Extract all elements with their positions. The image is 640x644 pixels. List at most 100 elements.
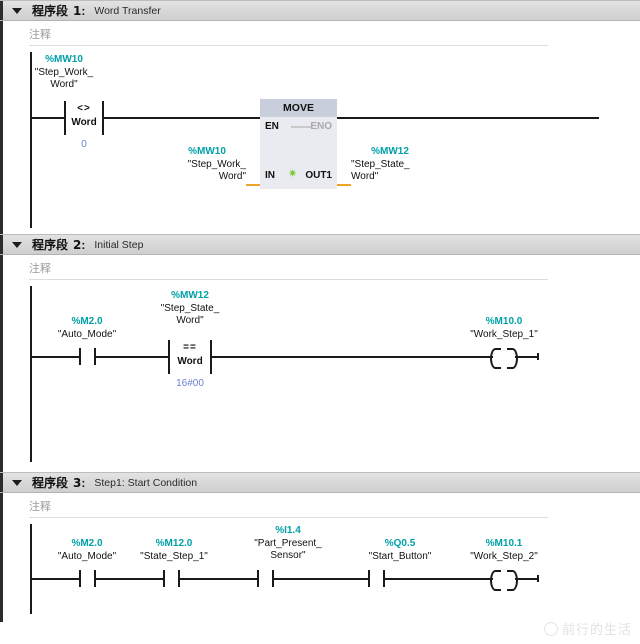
network-3-body: %M2.0 "Auto_Mode" %M12.0 "State_Step_1" … xyxy=(0,518,640,622)
network-2-colon: : xyxy=(81,237,86,252)
triangle-down-icon[interactable] xyxy=(12,241,22,248)
network-1-comment-row[interactable]: 注释 xyxy=(0,21,640,46)
contact4-symbol[interactable]: "Start_Button" xyxy=(368,551,432,562)
move-out-symbol[interactable]: "Step_State_ Word" xyxy=(351,159,410,182)
network-3-header[interactable]: 程序段 3 : Step1: Start Condition xyxy=(0,472,640,493)
contact1-symbol[interactable]: "Step_Work_ Word" xyxy=(34,67,94,90)
output-coil-1[interactable] xyxy=(490,570,518,591)
sparkle-icon: ✷ xyxy=(288,168,298,180)
rung-wire-3 xyxy=(515,356,539,358)
network-2-body: %M2.0 "Auto_Mode" %MW12 "Step_State_ Wor… xyxy=(0,280,640,472)
network-3-subtitle: Step1: Start Condition xyxy=(94,476,198,489)
watermark: 前行的生活 xyxy=(543,619,632,638)
rung-wire-0 xyxy=(32,356,79,358)
network-1-number: 1 xyxy=(73,3,82,18)
rung-end-tick xyxy=(537,575,539,582)
compare1-value[interactable]: 16#00 xyxy=(176,378,204,389)
rung-wire-3 xyxy=(274,578,368,580)
compare-contact-1[interactable]: <> Word xyxy=(64,101,104,135)
contact1-symbol[interactable]: "Auto_Mode" xyxy=(57,329,117,340)
contact3-right-bar[interactable] xyxy=(272,570,274,587)
contact1-left-bar[interactable] xyxy=(79,570,81,587)
contact1-address[interactable]: %M2.0 xyxy=(71,538,103,549)
contact4-right-bar[interactable] xyxy=(383,570,385,587)
network-3: 程序段 3 : Step1: Start Condition 注释 %M2.0 … xyxy=(0,472,640,622)
contact1-address[interactable]: %MW10 xyxy=(45,54,83,65)
comment-underline xyxy=(29,45,548,46)
contact3-address[interactable]: %I1.4 xyxy=(275,525,301,536)
move-block-title: MOVE xyxy=(260,99,337,117)
network-2-comment-row[interactable]: 注释 xyxy=(0,255,640,280)
out1-connector-wire xyxy=(337,184,351,186)
move-out-address[interactable]: %MW12 xyxy=(371,146,409,157)
rung-wire-4 xyxy=(385,578,493,580)
pin-en: EN xyxy=(265,121,279,132)
contact4-address[interactable]: %Q0.5 xyxy=(384,538,416,549)
coil1-symbol[interactable]: "Work_Step_1" xyxy=(470,329,538,340)
rung-wire-to-en xyxy=(104,117,260,119)
contact3-left-bar[interactable] xyxy=(257,570,259,587)
network-2-title: 程序段 xyxy=(32,238,69,252)
network-3-number: 3 xyxy=(73,475,82,490)
power-rail xyxy=(30,524,32,614)
contact1-right-bar[interactable] xyxy=(94,348,96,365)
coil1-address[interactable]: %M10.1 xyxy=(485,538,523,549)
contact2-symbol[interactable]: "State_Step_1" xyxy=(140,551,208,562)
move-in-address[interactable]: %MW10 xyxy=(188,146,226,157)
contact2-address[interactable]: %M12.0 xyxy=(155,538,193,549)
network-1-comment-text: 注释 xyxy=(29,28,51,41)
watermark-text: 前行的生活 xyxy=(561,623,632,638)
move-in-symbol[interactable]: "Step_Work_ Word" xyxy=(187,159,246,182)
triangle-down-icon[interactable] xyxy=(12,479,22,486)
compare1-operator: == xyxy=(183,342,197,353)
comment-underline xyxy=(29,279,548,280)
in-connector-wire xyxy=(246,184,260,186)
rung-wire-1 xyxy=(96,578,163,580)
rung-wire-2 xyxy=(180,578,257,580)
network-1: 程序段 1 : Word Transfer 注释 %MW10 "Step_Wor… xyxy=(0,0,640,234)
network-1-subtitle: Word Transfer xyxy=(94,4,161,17)
network-2-comment-text: 注释 xyxy=(29,262,51,275)
rung-wire-5 xyxy=(515,578,539,580)
network-2: 程序段 2 : Initial Step 注释 %M2.0 "Auto_Mode… xyxy=(0,234,640,472)
contact4-left-bar[interactable] xyxy=(368,570,370,587)
contact3-symbol[interactable]: "Part_Present_ Sensor" xyxy=(254,538,322,561)
contact1-right-bar[interactable] xyxy=(94,570,96,587)
contact1-symbol[interactable]: "Auto_Mode" xyxy=(57,551,117,562)
compare1-datatype: Word xyxy=(177,356,203,367)
contact1-operator: <> xyxy=(77,103,91,114)
rung-wire-2 xyxy=(212,356,493,358)
move-block[interactable]: MOVE EN ENO IN ✷ OUT1 xyxy=(260,99,337,189)
contact2-right-bar[interactable] xyxy=(178,570,180,587)
network-1-colon: : xyxy=(81,3,86,18)
triangle-down-icon[interactable] xyxy=(12,7,22,14)
contact2-left-bar[interactable] xyxy=(163,570,165,587)
comment-underline xyxy=(29,517,548,518)
contact1-datatype: Word xyxy=(71,117,97,128)
coil1-address[interactable]: %M10.0 xyxy=(485,316,523,327)
coil1-symbol[interactable]: "Work_Step_2" xyxy=(470,551,538,562)
network-left-marker xyxy=(0,235,3,254)
pin-eno: ENO xyxy=(310,121,332,132)
compare1-address[interactable]: %MW12 xyxy=(171,290,209,301)
network-1-header[interactable]: 程序段 1 : Word Transfer xyxy=(0,0,640,21)
pin-out1: OUT1 xyxy=(305,170,332,181)
network-2-header[interactable]: 程序段 2 : Initial Step xyxy=(0,234,640,255)
network-3-comment-text: 注释 xyxy=(29,500,51,513)
power-rail xyxy=(30,52,32,228)
compare-contact-1[interactable]: == Word xyxy=(168,340,212,374)
power-rail xyxy=(30,286,32,462)
rung-wire-left xyxy=(32,117,64,119)
compare1-symbol[interactable]: "Step_State_ Word" xyxy=(160,303,220,326)
pin-in: IN xyxy=(265,170,275,181)
network-3-comment-row[interactable]: 注释 xyxy=(0,493,640,518)
output-coil-1[interactable] xyxy=(490,348,518,369)
contact1-compare-value[interactable]: 0 xyxy=(81,139,87,150)
contact1-address[interactable]: %M2.0 xyxy=(71,316,103,327)
contact1-left-bar[interactable] xyxy=(79,348,81,365)
network-3-colon: : xyxy=(81,475,86,490)
network-2-number: 2 xyxy=(73,237,82,252)
paw-icon xyxy=(543,621,558,636)
rung-wire-0 xyxy=(32,578,79,580)
